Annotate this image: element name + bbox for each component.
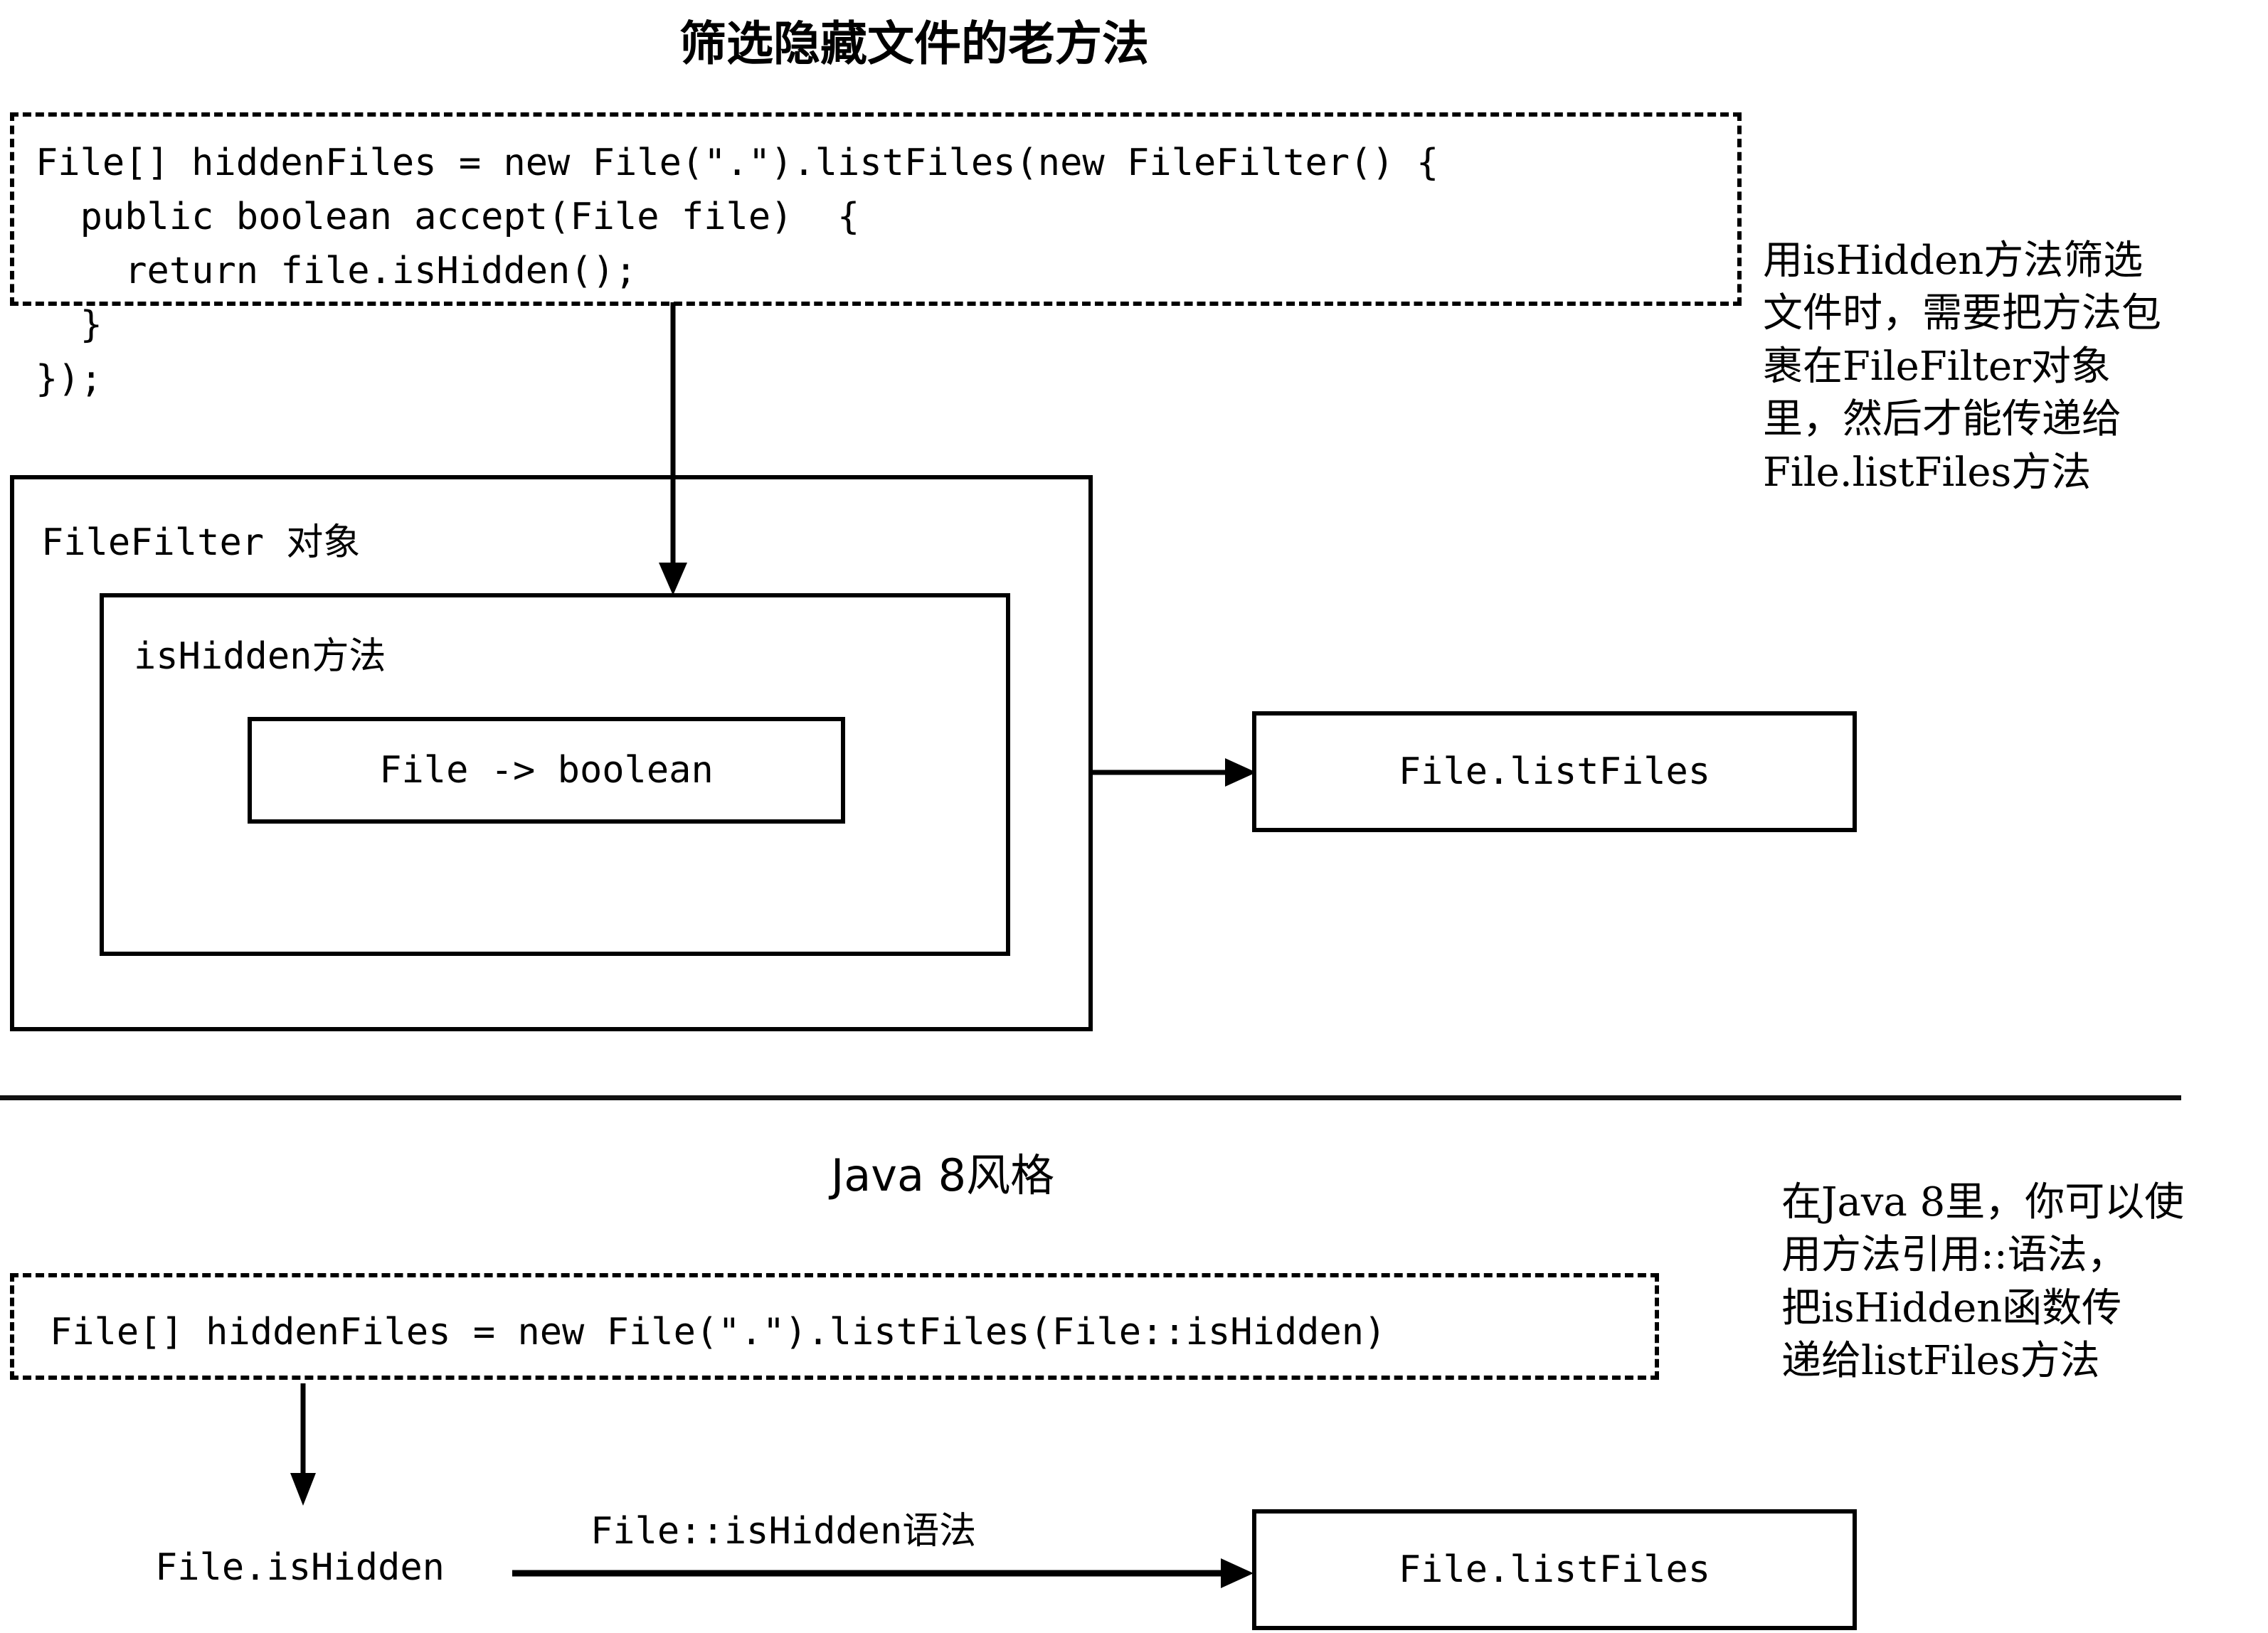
java8-code-text: File[] hiddenFiles = new File(".").listF… xyxy=(50,1311,1387,1353)
old-way-title: 筛选隐藏文件的老方法 xyxy=(679,16,1149,71)
signature-label: File -> boolean xyxy=(379,749,714,792)
java8-title: Java 8风格 xyxy=(831,1149,1055,1201)
listfiles-target-box-top: File.listFiles xyxy=(1252,711,1857,832)
filefilter-object-label: FileFilter 对象 xyxy=(41,521,361,564)
listfiles-target-label-top: File.listFiles xyxy=(1398,750,1711,793)
arrow-filefilter-to-listfiles xyxy=(1088,758,1256,787)
arrow-java8code-to-ishidden xyxy=(290,1383,316,1506)
arrow-code-to-ishidden xyxy=(659,302,687,595)
filefilter-object-box: FileFilter 对象 isHidden方法 File -> boolean xyxy=(10,475,1093,1031)
old-way-code-text: File[] hiddenFiles = new File(".").listF… xyxy=(36,142,1439,400)
signature-box: File -> boolean xyxy=(248,717,845,824)
file-ishidden-label: File.isHidden xyxy=(155,1546,445,1589)
listfiles-target-label-bottom: File.listFiles xyxy=(1398,1548,1711,1591)
ishidden-method-box: isHidden方法 File -> boolean xyxy=(100,593,1010,956)
arrow-ishidden-to-listfiles xyxy=(512,1558,1254,1588)
old-way-code-block: File[] hiddenFiles = new File(".").listF… xyxy=(10,112,1742,400)
ishidden-method-label: isHidden方法 xyxy=(134,635,386,678)
method-reference-arrow-label: File::isHidden语法 xyxy=(590,1510,977,1553)
section-divider xyxy=(0,1095,2181,1100)
listfiles-target-box-bottom: File.listFiles xyxy=(1252,1509,1857,1630)
old-way-annotation: 用isHidden方法筛选 文件时，需要把方法包 裹在FileFilter对象 … xyxy=(1763,238,2161,496)
java8-code-block: File[] hiddenFiles = new File(".").listF… xyxy=(10,1273,1659,1380)
java8-annotation: 在Java 8里，你可以使 用方法引用::语法， 把isHidden函数传 递给… xyxy=(1781,1179,2185,1385)
